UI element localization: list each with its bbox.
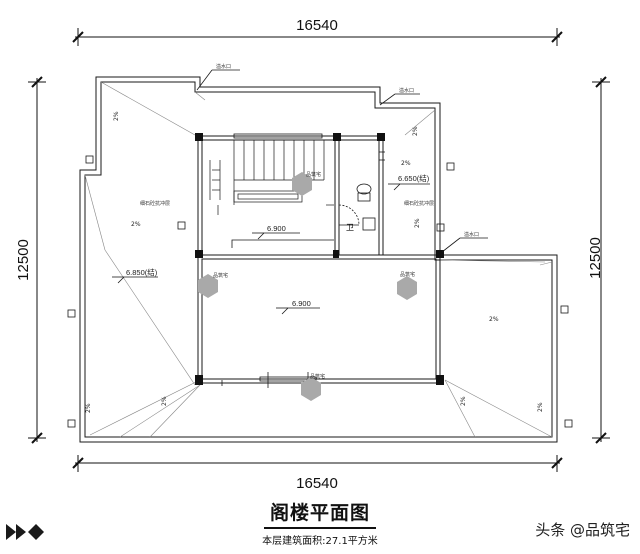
drain-symbols [67,69,573,428]
slope-label-6: 2% [401,160,411,167]
toilet-fixtures [338,151,385,231]
gravel-label-left: 细石砼抗冲层 [140,200,170,207]
svg-text:品筑宅: 品筑宅 [400,271,415,278]
plan-watermark-3: 品筑宅 [397,271,417,300]
dimension-top [72,28,563,46]
watermark-text: 头条 @品筑宅 [535,521,630,539]
drawing-subtitle: 本层建筑面积:27.1平方米 [262,536,378,547]
slope-label-10: 2% [537,402,544,412]
svg-text:品筑宅: 品筑宅 [310,373,325,380]
slope-label-8: 2% [489,316,499,323]
slope-lines [84,81,553,438]
dimension-left [28,76,46,444]
landing-line [231,239,334,248]
plan-watermark-1: 品筑宅 [292,171,321,196]
dimension-right-label: 12500 [587,237,604,279]
elevation-main: 6.900 [292,299,311,308]
svg-text:品筑宅: 品筑宅 [306,171,321,178]
gravel-label-right: 细石砼抗冲层 [404,200,434,207]
plan-watermark-2: 品筑宅 [198,272,228,298]
slope-label-1: 2% [113,111,120,121]
columns [195,133,444,385]
slope-label-3: 2% [85,403,92,413]
elevation-left-roof: 6.850(结) [126,267,158,277]
slope-label-5: 2% [412,126,419,136]
drain-label-3: 溢水口 [464,231,479,238]
svg-text:品筑宅: 品筑宅 [213,272,228,279]
dimension-left-label: 12500 [15,239,32,281]
elevation-stair: 6.900 [267,224,286,233]
slope-label-9: 2% [460,396,467,406]
title-block: 阁楼平面图 [0,498,640,529]
dimension-right [592,76,610,444]
toilet-label: 卫 [346,223,354,232]
slope-label-4: 2% [161,396,168,406]
drawing-title: 阁楼平面图 [263,498,376,529]
slope-label-7: 2% [414,218,421,228]
brand-logo-icon [6,524,44,540]
drain-label-1: 溢水口 [216,63,231,70]
slope-label-2: 2% [131,221,141,228]
dimension-top-label: 16540 [296,17,338,34]
elevation-right-roof: 6.650(结) [398,173,430,183]
windows [221,133,323,388]
dimension-bottom-label: 16540 [296,475,338,492]
elevation-markers [112,183,430,315]
floor-plan: 16540 16540 12500 12500 [15,17,610,492]
dimension-bottom [72,455,563,472]
drain-label-2: 溢水口 [399,87,414,94]
plan-watermark-4: 品筑宅 [301,373,325,401]
